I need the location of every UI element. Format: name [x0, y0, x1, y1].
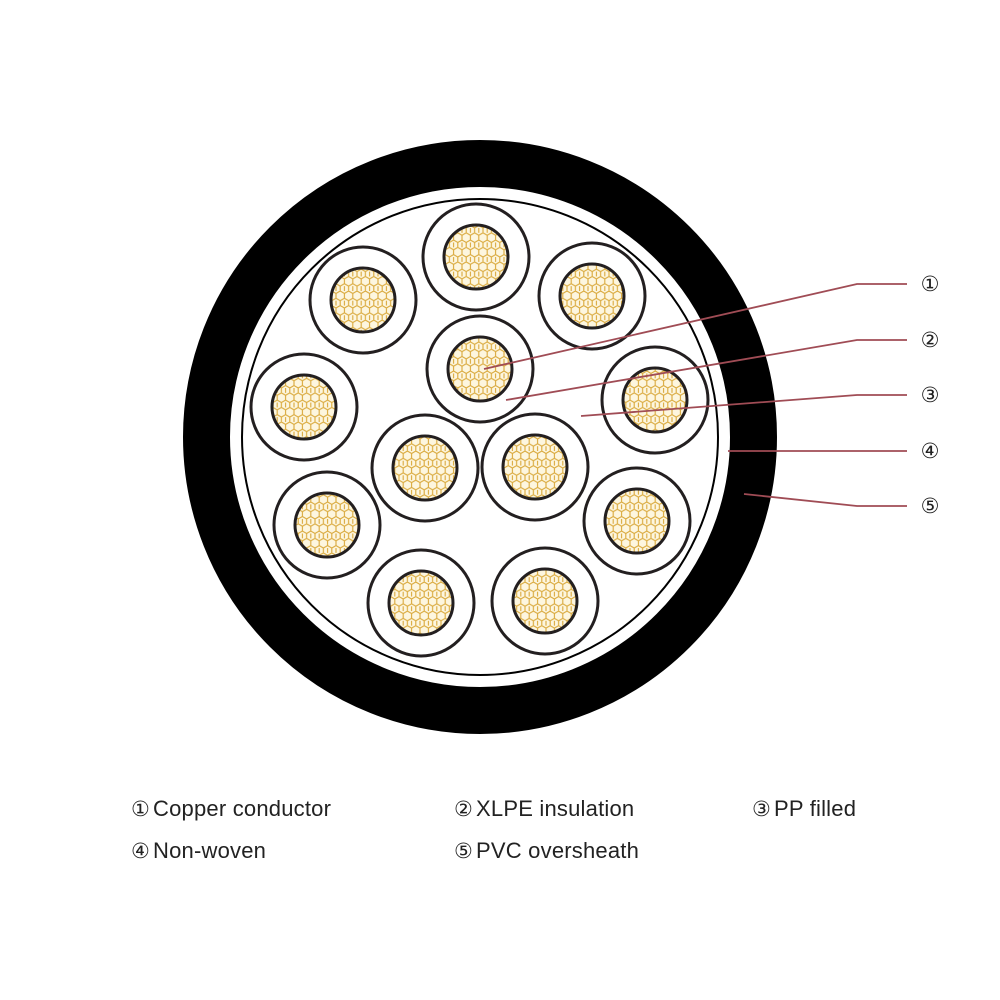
core-2 — [308, 245, 418, 355]
leader-line — [743, 493, 907, 507]
core-1 — [421, 202, 531, 312]
callout-4: ④ — [728, 439, 939, 463]
copper-conductor — [558, 262, 626, 330]
callout-number: ③ — [921, 383, 940, 407]
copper-conductor — [293, 491, 361, 559]
copper-conductor — [387, 569, 455, 637]
callout-number: ② — [921, 328, 940, 352]
leader-line — [483, 283, 907, 370]
core-9 — [272, 470, 382, 580]
copper-conductor — [329, 266, 397, 334]
copper-conductor — [446, 335, 514, 403]
core-8 — [480, 412, 590, 522]
copper-conductor — [442, 223, 510, 291]
pvc-oversheath-ring — [183, 140, 777, 734]
core-5 — [249, 352, 359, 462]
core-7 — [370, 413, 480, 523]
core-3 — [537, 241, 647, 351]
copper-conductor — [270, 373, 338, 441]
core-10 — [582, 466, 692, 576]
copper-conductor — [501, 433, 569, 501]
leader-line — [580, 394, 907, 417]
non-woven-tape-ring — [241, 198, 719, 676]
callout-1: ① — [483, 272, 940, 370]
core-11 — [366, 548, 476, 658]
copper-conductor — [391, 434, 459, 502]
copper-conductor — [511, 567, 579, 635]
callout-5: ⑤ — [743, 493, 940, 518]
core-12 — [490, 546, 600, 656]
callout-number: ④ — [921, 439, 940, 463]
leader-line — [505, 339, 907, 401]
callout-leaders: ① ② ③ ④ ⑤ — [483, 272, 940, 518]
cores — [249, 202, 710, 658]
copper-conductor — [621, 366, 689, 434]
callout-number: ⑤ — [921, 494, 940, 518]
core-4 — [425, 314, 535, 424]
callout-2: ② — [505, 328, 940, 401]
callout-3: ③ — [580, 383, 940, 417]
copper-conductor — [603, 487, 671, 555]
core-6 — [600, 345, 710, 455]
callout-number: ① — [921, 272, 940, 296]
